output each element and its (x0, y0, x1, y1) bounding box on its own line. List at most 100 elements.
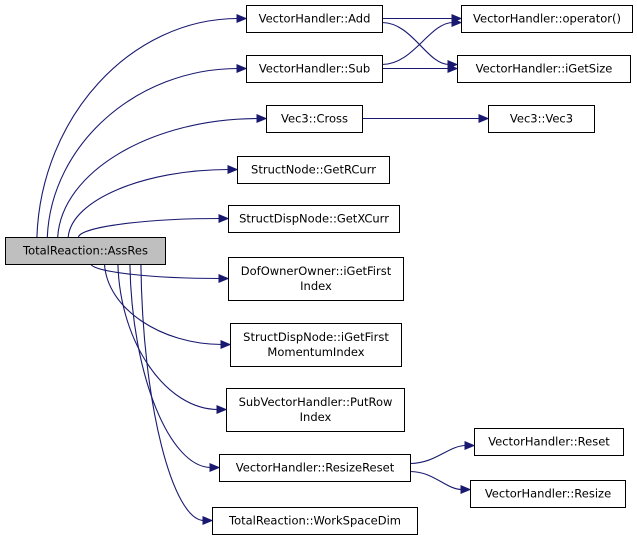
edge-root-to-cross (57, 113, 268, 238)
arrowhead-icon (218, 273, 230, 284)
edge-root-to-getrcurr (67, 164, 239, 238)
node-cross[interactable]: Vec3::Cross (266, 105, 363, 133)
edge-resizereset-to-reset (409, 440, 476, 465)
node-label: StructNode::GetRCurr (251, 163, 376, 177)
node-box (246, 55, 383, 83)
edge-sub-to-operator (381, 17, 463, 66)
arrowhead-icon (202, 515, 214, 526)
edge-add-to-operator (382, 13, 463, 24)
edge-line (381, 21, 454, 66)
edge-root-to-add (36, 13, 248, 238)
edge-root-to-getxcurr (77, 213, 230, 238)
edge-line (77, 217, 221, 238)
node-label: TotalReaction::AssRes (22, 244, 148, 258)
node-reset[interactable]: VectorHandler::Reset (474, 428, 624, 456)
arrowhead-icon (227, 164, 239, 175)
node-getxcurr[interactable]: StructDispNode::GetXCurr (228, 205, 400, 233)
node-label: SubVectorHandler::PutRow (239, 395, 393, 409)
node-label: Vec3::Vec3 (510, 112, 573, 126)
node-resizereset[interactable]: VectorHandler::ResizeReset (219, 454, 411, 482)
node-label: VectorHandler::Add (259, 12, 371, 26)
node-label: StructDispNode::GetXCurr (239, 212, 389, 226)
edge-line (140, 263, 205, 522)
node-label: StructDispNode::iGetFirst (243, 330, 389, 344)
node-igetsize[interactable]: VectorHandler::iGetSize (457, 55, 631, 83)
arrowhead-icon (236, 13, 248, 24)
edge-line (46, 67, 239, 238)
edge-line (36, 17, 239, 238)
node-box (266, 105, 363, 133)
node-box (212, 507, 418, 535)
node-resize[interactable]: VectorHandler::Resize (470, 480, 626, 508)
edge-line (409, 470, 463, 491)
edge-add-to-igetsize (381, 21, 459, 70)
edge-root-to-resizereset (129, 263, 221, 473)
node-box (237, 156, 390, 184)
edge-root-to-sub (46, 63, 248, 238)
node-label: DofOwnerOwner::iGetFirst (241, 264, 392, 278)
arrowhead-icon (216, 404, 228, 415)
node-add[interactable]: VectorHandler::Add (246, 5, 383, 33)
node-box (228, 257, 404, 301)
node-label: MomentumIndex (267, 345, 364, 359)
arrowhead-icon (220, 339, 232, 350)
arrowhead-icon (218, 213, 230, 224)
node-label: VectorHandler::iGetSize (476, 62, 613, 76)
arrowhead-icon (464, 440, 476, 451)
edge-line (67, 168, 230, 238)
node-label: TotalReaction::WorkSpaceDim (228, 514, 401, 528)
node-box (470, 480, 626, 508)
node-box (246, 5, 383, 33)
node-box (230, 323, 402, 367)
arrowhead-icon (451, 17, 463, 28)
edge-root-to-momentum (103, 263, 232, 350)
edge-root-to-putrow (117, 263, 228, 415)
node-vec3[interactable]: Vec3::Vec3 (488, 105, 595, 133)
edge-sub-to-igetsize (381, 63, 459, 74)
node-box (457, 55, 631, 83)
node-label: VectorHandler::Sub (259, 62, 370, 76)
node-label: VectorHandler::Resize (485, 487, 611, 501)
node-box (461, 5, 633, 33)
node-operator[interactable]: VectorHandler::operator() (461, 5, 633, 33)
node-box (5, 237, 166, 265)
node-label: VectorHandler::Reset (488, 435, 610, 449)
edge-root-to-workspace (140, 263, 214, 526)
node-label: Index (300, 410, 332, 424)
arrowhead-icon (460, 484, 472, 495)
node-box (474, 428, 624, 456)
node-label: VectorHandler::operator() (473, 12, 621, 26)
edges-layer (36, 13, 490, 526)
node-box (226, 388, 405, 432)
edge-line (117, 263, 219, 411)
node-root[interactable]: TotalReaction::AssRes (5, 237, 166, 265)
edge-line (103, 263, 223, 346)
edge-cross-to-vec3 (362, 113, 490, 124)
arrowhead-icon (236, 63, 248, 74)
edge-resizereset-to-resize (409, 470, 472, 495)
node-getrcurr[interactable]: StructNode::GetRCurr (237, 156, 390, 184)
node-label: VectorHandler::ResizeReset (236, 461, 395, 475)
node-label: Vec3::Cross (281, 112, 348, 126)
node-label: Index (300, 279, 332, 293)
arrowhead-icon (209, 462, 221, 473)
edge-root-to-dofowner (90, 263, 230, 284)
arrowhead-icon (256, 113, 268, 124)
edge-line (409, 444, 467, 465)
node-box (228, 205, 400, 233)
node-box (219, 454, 411, 482)
edge-line (57, 117, 259, 238)
node-workspace[interactable]: TotalReaction::WorkSpaceDim (212, 507, 418, 535)
nodes-layer: TotalReaction::AssResVectorHandler::AddV… (5, 5, 633, 535)
edge-line (90, 263, 221, 280)
edge-line (129, 263, 212, 469)
node-box (488, 105, 595, 133)
arrowhead-icon (478, 113, 490, 124)
arrowhead-icon (447, 63, 459, 74)
edge-line (381, 21, 450, 66)
node-sub[interactable]: VectorHandler::Sub (246, 55, 383, 83)
